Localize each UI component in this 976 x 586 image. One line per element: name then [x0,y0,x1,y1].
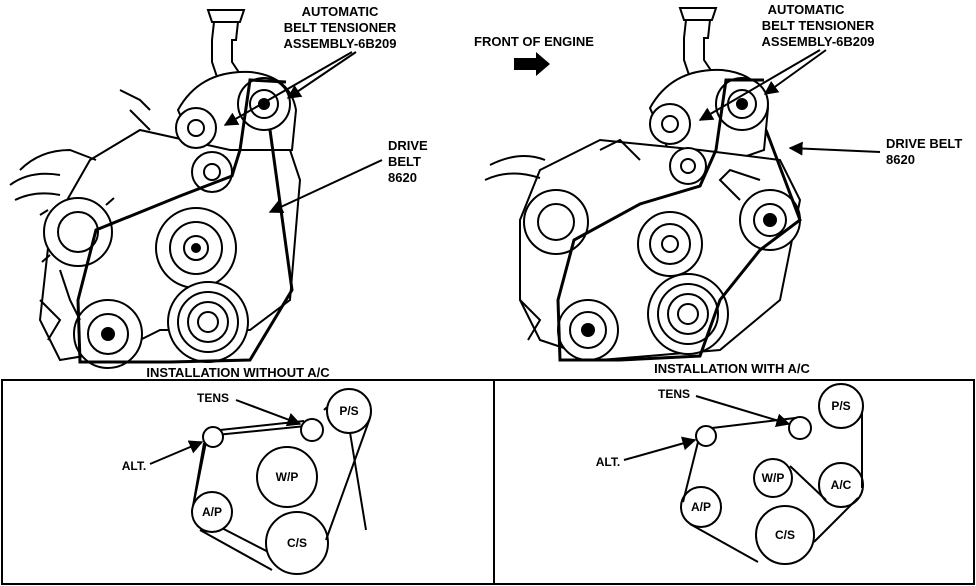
right-tensioner-leader-1 [698,49,821,121]
left-tensioner-label-line3: ASSEMBLY-6B209 [284,36,397,51]
left-tensioner-label-line2: BELT TENSIONER [284,20,397,35]
left-schematic-box [1,379,495,585]
right-tens-label: TENS [658,387,690,401]
left-alt-label: ALT. [122,459,146,473]
left-ap-label: A/P [202,505,222,519]
left-alt-pulley [202,426,224,448]
right-cs-pulley [755,505,815,565]
right-tens-leader [695,395,791,428]
right-schematic-box [493,379,975,585]
left-belt-schematic [191,388,372,575]
right-alt-leader [623,436,697,461]
right-ps-label: P/S [831,399,850,413]
left-tensioner-label-line1: AUTOMATIC [302,4,379,19]
front-of-engine-label: FRONT OF ENGINE [474,34,594,49]
right-belt-leader [788,141,881,156]
right-wp-pulley [753,458,793,498]
left-belt-label-line2: BELT [388,154,421,169]
left-ap-pulley [191,491,233,533]
right-tens-pulley [788,416,812,440]
left-caption: INSTALLATION WITHOUT A/C [146,365,330,380]
left-belt-label-line1: DRIVE [388,138,428,153]
engine-illustration-with-ac [484,7,802,362]
right-tensioner-leader-2 [763,49,827,95]
left-tens-leader [235,399,302,427]
left-alt-leader [149,440,204,465]
left-wp-pulley [256,446,318,508]
right-tensioner-label-line3: ASSEMBLY-6B209 [762,34,875,49]
right-cs-label: C/S [775,528,795,542]
left-ps-pulley [326,388,372,434]
front-of-engine-arrow-icon [514,52,550,76]
right-ps-pulley [818,383,864,429]
right-alt-pulley [695,425,717,447]
engine-illustration-without-ac [9,9,302,369]
right-ac-label: A/C [831,478,852,492]
right-ap-pulley [680,486,722,528]
left-cs-pulley [265,511,329,575]
right-belt-label-line2: 8620 [886,152,915,167]
right-alt-label: ALT. [596,455,620,469]
right-wp-label: W/P [762,471,785,485]
right-belt-schematic [680,383,864,565]
left-ps-label: P/S [339,404,358,418]
right-caption: INSTALLATION WITH A/C [654,361,810,376]
right-tensioner-label-line2: BELT TENSIONER [762,18,875,33]
left-wp-label: W/P [276,470,299,484]
left-tens-pulley [300,418,324,442]
right-ap-label: A/P [691,500,711,514]
right-tensioner-label-line1: AUTOMATIC [768,2,845,17]
left-cs-label: C/S [287,536,307,550]
left-tens-label: TENS [197,391,229,405]
left-belt-leader [268,159,383,214]
left-tensioner-leader-2 [286,51,357,99]
left-belt-label-line3: 8620 [388,170,417,185]
right-belt-label-line1: DRIVE BELT [886,136,962,151]
